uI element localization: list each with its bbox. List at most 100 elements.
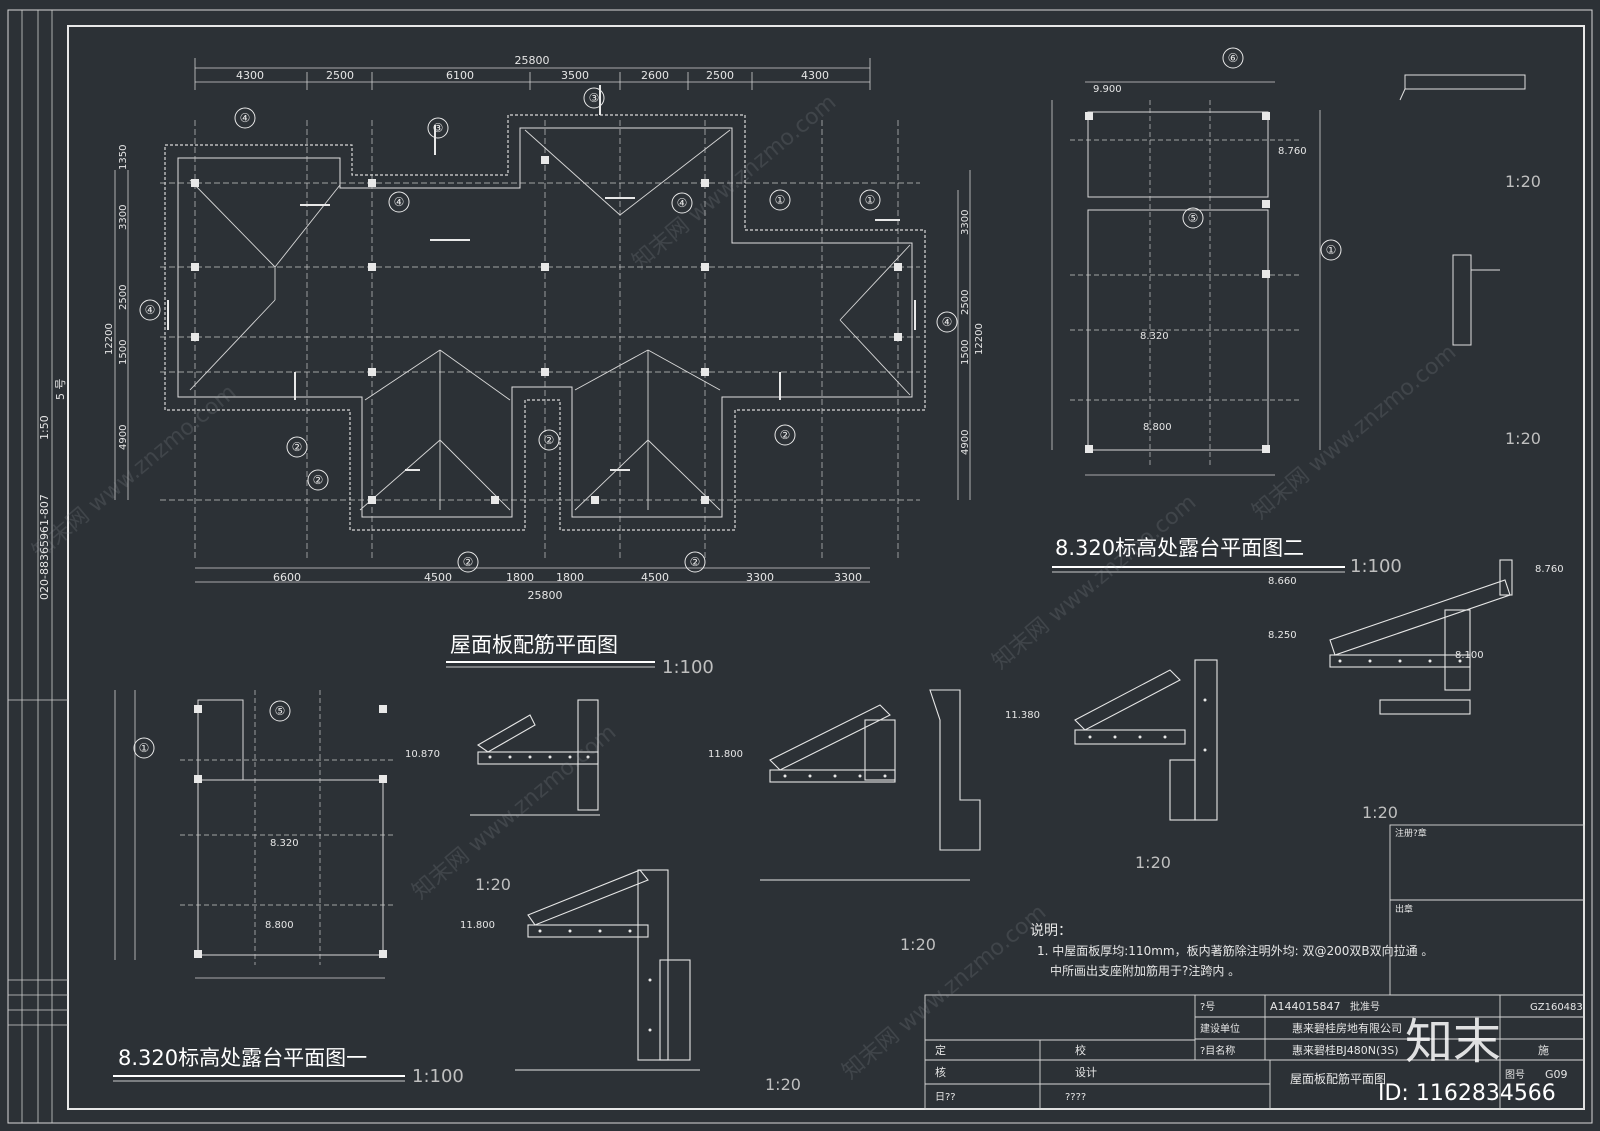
terrace-one-title: 8.320标高处露台平面图一 <box>118 1046 367 1070</box>
side-scale: 1:50 <box>38 415 51 440</box>
elev-11380: 11.380 <box>1005 710 1040 721</box>
elev-11800-b: 11.800 <box>460 920 495 931</box>
terrace-plan-two <box>1051 47 1342 476</box>
notes-heading: 说明： <box>1030 923 1072 939</box>
axis-marker-2c: ② <box>780 428 791 442</box>
tb-row-jiao: 校 <box>1075 1043 1086 1057</box>
elev-8660: 8.660 <box>1268 576 1297 587</box>
elev-8320-a: 8.320 <box>1140 331 1169 342</box>
side-strip <box>8 10 68 1123</box>
dim-bottom-3: 1800 <box>506 571 534 584</box>
watermark-2: 知末网 www.znzmo.com <box>628 90 841 275</box>
dim-bottom-2: 4500 <box>424 571 452 584</box>
tb-project-label: ?目名称 <box>1200 1044 1235 1057</box>
dim-left-5: 4900 <box>118 425 129 450</box>
elev-11800-a: 11.800 <box>708 749 743 760</box>
dim-top-6: 2500 <box>706 69 734 82</box>
axis-marker-2a: ② <box>292 440 303 454</box>
detail-scale-6: 1:20 <box>475 875 511 894</box>
axis-marker-2e: ② <box>690 555 701 569</box>
dim-bottom-6: 3300 <box>746 571 774 584</box>
terrace-plan-one <box>114 690 395 979</box>
axis-marker-6: ⑥ <box>1228 51 1239 65</box>
notes-line-1: 1. 中屋面板厚均:110mm，板内著筋除注明外均: 双@200双B双向拉通 。 <box>1037 943 1433 958</box>
tb-project-no: GZ160483 <box>1530 1002 1583 1013</box>
axis-marker-1c: ① <box>1326 243 1337 257</box>
elev-8100: 8.100 <box>1455 650 1484 661</box>
elev-10870: 10.870 <box>405 749 440 760</box>
detail-scale-5: 1:20 <box>900 935 936 954</box>
tb-code-value: A144015847 <box>1270 1000 1341 1013</box>
axis-marker-2b: ② <box>313 473 324 487</box>
dim-right-2: 2500 <box>960 290 971 315</box>
dim-bottom-7: 3300 <box>834 571 862 584</box>
elev-8760-a: 8.760 <box>1278 146 1307 157</box>
dim-right-1: 3300 <box>960 210 971 235</box>
dim-left-3: 2500 <box>118 285 129 310</box>
tb-approval-label: 批准号 <box>1350 1000 1380 1013</box>
tb-seal: 出章 <box>1395 903 1413 915</box>
axis-marker-4c: ④ <box>677 196 688 210</box>
dim-top-2: 2500 <box>326 69 354 82</box>
detail-scale-7: 1:20 <box>765 1075 801 1094</box>
elev-8320-b: 8.320 <box>270 838 299 849</box>
tb-row-he: 核 <box>935 1065 946 1079</box>
side-phone: 020-88365961-807 <box>38 494 51 600</box>
dim-top-7: 4300 <box>801 69 829 82</box>
dim-right-4: 4900 <box>960 430 971 455</box>
watermark-1: 知末网 www.znzmo.com <box>28 380 241 565</box>
terrace-two-scale: 1:100 <box>1350 556 1402 577</box>
dim-bottom-5: 4500 <box>641 571 669 584</box>
tb-row-date: ???? <box>1065 1092 1086 1103</box>
terrace-one-scale: 1:100 <box>412 1066 464 1087</box>
axis-marker-5a: ⑤ <box>1188 211 1199 225</box>
dim-top-1: 4300 <box>236 69 264 82</box>
notes-line-2: 中所画出支座附加筋用于?注跨内 。 <box>1050 963 1240 978</box>
side-ratio: 5 号 <box>54 379 67 401</box>
elev-8250: 8.250 <box>1268 630 1297 641</box>
tb-code-label: ?号 <box>1200 1001 1215 1013</box>
dim-top-4: 3500 <box>561 69 589 82</box>
tb-row-ding: 定 <box>935 1043 946 1057</box>
elev-8800-a: 8.800 <box>1143 422 1172 433</box>
axis-marker-2d: ② <box>463 555 474 569</box>
axis-marker-2f: ② <box>544 433 555 447</box>
dim-top-5: 2600 <box>641 69 669 82</box>
tb-stamp: 注册?章 <box>1395 827 1427 839</box>
roof-plan <box>114 58 971 583</box>
axis-marker-4d: ④ <box>145 303 156 317</box>
tb-row-sheji: 设计 <box>1075 1066 1097 1079</box>
watermark-3: 知末网 www.znzmo.com <box>988 490 1201 675</box>
watermark-4: 知末网 www.znzmo.com <box>408 720 621 905</box>
dim-right-3: 1500 <box>960 340 971 365</box>
dim-left-4: 1500 <box>118 340 129 365</box>
tb-sheet-no: G09 <box>1545 1068 1568 1081</box>
detail-eave-top <box>1399 74 1526 346</box>
dim-left-1: 1350 <box>118 145 129 170</box>
tb-unit-label: 建设单位 <box>1200 1022 1240 1035</box>
axis-marker-4b: ④ <box>394 195 405 209</box>
roof-plan-title: 屋面板配筋平面图 <box>450 633 618 657</box>
axis-marker-4a: ④ <box>240 111 251 125</box>
watermark-5: 知末网 www.znzmo.com <box>1248 340 1461 525</box>
tb-unit-value: 惠来碧桂房地有限公司 <box>1292 1021 1402 1035</box>
axis-marker-3a: ③ <box>433 121 444 135</box>
dim-left-total: 12200 <box>104 323 115 355</box>
tb-drawing-name: 屋面板配筋平面图 <box>1290 1071 1386 1086</box>
tb-project-value: 惠来碧桂BJ480N(3S) <box>1292 1043 1399 1057</box>
inner-border <box>67 25 1585 1110</box>
section-details <box>470 559 1513 1071</box>
tb-sheet-label: 图号 <box>1505 1069 1525 1081</box>
detail-scale-4: 1:20 <box>1135 853 1171 872</box>
dim-right-total: 12200 <box>974 323 985 355</box>
dim-top-3: 6100 <box>446 69 474 82</box>
dim-left-2: 3300 <box>118 205 129 230</box>
elev-8800-b: 8.800 <box>265 920 294 931</box>
detail-scale-1: 1:20 <box>1505 172 1541 191</box>
detail-scale-3: 1:20 <box>1362 803 1398 822</box>
elev-9900: 9.900 <box>1093 84 1122 95</box>
dim-bottom-4: 1800 <box>556 571 584 584</box>
dim-bottom-total: 25800 <box>528 589 563 602</box>
title-block <box>924 824 1585 1110</box>
